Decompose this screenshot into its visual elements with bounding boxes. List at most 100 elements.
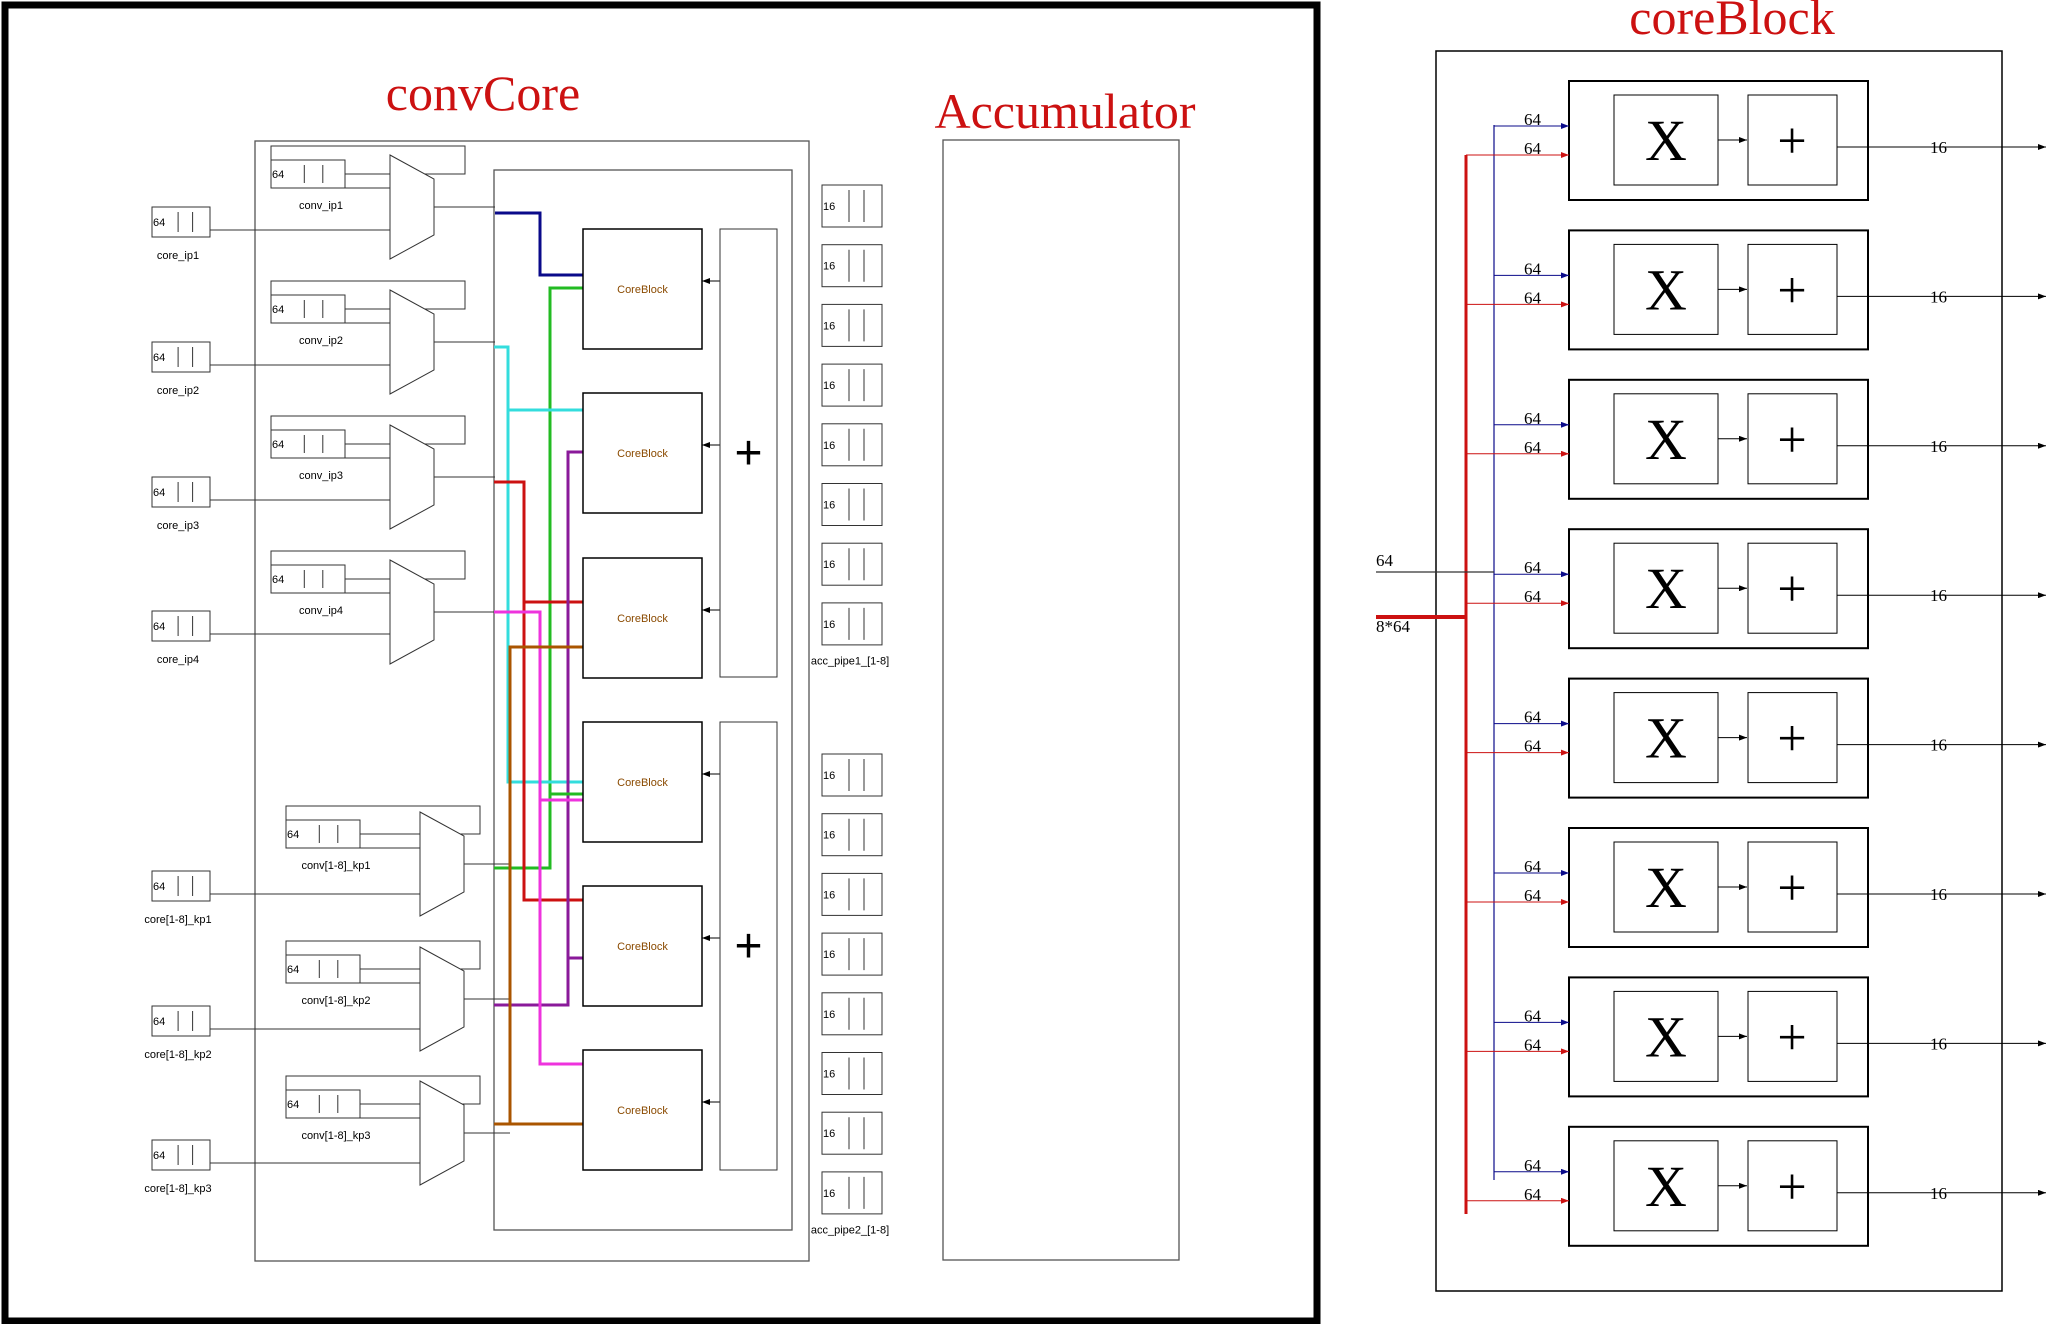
input-register: 64 (151, 476, 211, 508)
register-width-label: 16 (823, 1188, 835, 1200)
acc-pipe-registers: 1616161616161616acc_pipe1_[1-8]161616161… (811, 184, 889, 1237)
register-width-label: 16 (823, 320, 835, 332)
core-block (582, 557, 703, 679)
feedback-register: 64 (270, 564, 346, 594)
adder-symbol: + (1777, 113, 1806, 170)
lane-output-width: 16 (1930, 437, 1947, 456)
multiplier-box (1613, 1140, 1719, 1232)
register-box (151, 1139, 211, 1171)
register-width-label: 16 (823, 619, 835, 631)
register-box (151, 610, 211, 642)
core-input-b-width: 8*64 (1376, 617, 1411, 636)
register-width-label: 64 (287, 964, 299, 976)
register-width-label: 64 (153, 881, 165, 893)
register-width-label: 16 (823, 380, 835, 392)
pipe-register: 16 (821, 872, 883, 916)
lane-input-b-width: 64 (1524, 288, 1542, 307)
register-width-label: 64 (153, 487, 165, 499)
register-width-label: 16 (823, 1069, 835, 1081)
multiplier-symbol: X (1645, 556, 1687, 621)
pipe-register: 16 (821, 992, 883, 1036)
input-register-label: core[1-8]_kp3 (144, 1183, 211, 1195)
multiplier-box (1613, 542, 1719, 634)
conv-input-stage: 64core_ip164conv_ip164core_ip264conv_ip2… (144, 145, 510, 1195)
pipe-register: 16 (821, 1171, 883, 1215)
register-box (821, 1171, 883, 1215)
feedback-register: 64 (270, 294, 346, 324)
register-box (821, 992, 883, 1036)
input-register: 64 (151, 206, 211, 238)
multiplier-symbol: X (1645, 1154, 1687, 1219)
pipe-register: 16 (821, 483, 883, 526)
pipe-register: 16 (821, 932, 883, 976)
multiplier-box (1613, 94, 1719, 186)
feedback-register: 64 (285, 1089, 361, 1119)
input-register-label: core_ip2 (157, 385, 199, 397)
lane-input-b-width: 64 (1524, 1185, 1542, 1204)
register-width-label: 16 (823, 440, 835, 452)
register-box (821, 1052, 883, 1095)
register-width-label: 16 (823, 1128, 835, 1140)
bus-wire (494, 450, 583, 1007)
register-box (821, 602, 883, 646)
lane-input-a-width: 64 (1524, 409, 1542, 428)
lane-input-b-width: 64 (1524, 1035, 1542, 1054)
adder-box (1747, 990, 1838, 1082)
core-block (582, 1049, 703, 1171)
lane-output-width: 16 (1930, 138, 1947, 157)
register-width-label: 64 (287, 829, 299, 841)
register-width-label: 64 (272, 439, 284, 451)
register-width-label: 64 (272, 304, 284, 316)
adder-box (1747, 841, 1838, 933)
lane-input-b-width: 64 (1524, 587, 1542, 606)
multiplier-symbol: X (1645, 1004, 1687, 1069)
register-box (821, 1111, 883, 1155)
register-width-label: 16 (823, 559, 835, 571)
register-width-label: 64 (272, 169, 284, 181)
adder-symbol: + (1777, 860, 1806, 917)
register-width-label: 64 (272, 574, 284, 586)
adder-box (1747, 692, 1838, 784)
adder-box (1747, 1140, 1838, 1232)
mux (389, 424, 435, 530)
input-register: 64 (151, 1139, 211, 1171)
input-register-label: core[1-8]_kp1 (144, 914, 211, 926)
pipe-register: 16 (821, 813, 883, 857)
input-register-label: core[1-8]_kp2 (144, 1049, 211, 1061)
accumulator-title: Accumulator (934, 83, 1195, 139)
register-width-label: 16 (823, 949, 835, 961)
mux (419, 1080, 465, 1186)
input-register-label: core_ip3 (157, 520, 199, 532)
core-block-label: CoreBlock (617, 941, 668, 953)
lane-output-width: 16 (1930, 287, 1947, 306)
register-box (821, 483, 883, 526)
multiplier-symbol: X (1645, 407, 1687, 472)
conv-core-blocks: CoreBlockCoreBlockCoreBlockCoreBlockCore… (582, 228, 778, 1171)
adder-symbol: + (1777, 711, 1806, 768)
conv-core-block-5: CoreBlock (582, 885, 720, 1007)
lane-input-b-width: 64 (1524, 737, 1542, 756)
adder-box (1747, 243, 1838, 335)
feedback-register-label: conv_ip2 (299, 335, 343, 347)
conv-core-title: convCore (386, 65, 580, 121)
mux (419, 811, 465, 917)
adder-symbol: + (1777, 1009, 1806, 1066)
register-width-label: 16 (823, 830, 835, 842)
conv-wiring (494, 211, 583, 1126)
multiplier-symbol: X (1645, 108, 1687, 173)
bus-wire (494, 610, 583, 1066)
core-block (582, 228, 703, 350)
adder-symbol: + (1777, 412, 1806, 469)
core-adder-1: + (719, 228, 778, 678)
register-width-label: 64 (153, 1150, 165, 1162)
core-block-box (1435, 50, 2003, 1292)
mux (389, 559, 435, 665)
